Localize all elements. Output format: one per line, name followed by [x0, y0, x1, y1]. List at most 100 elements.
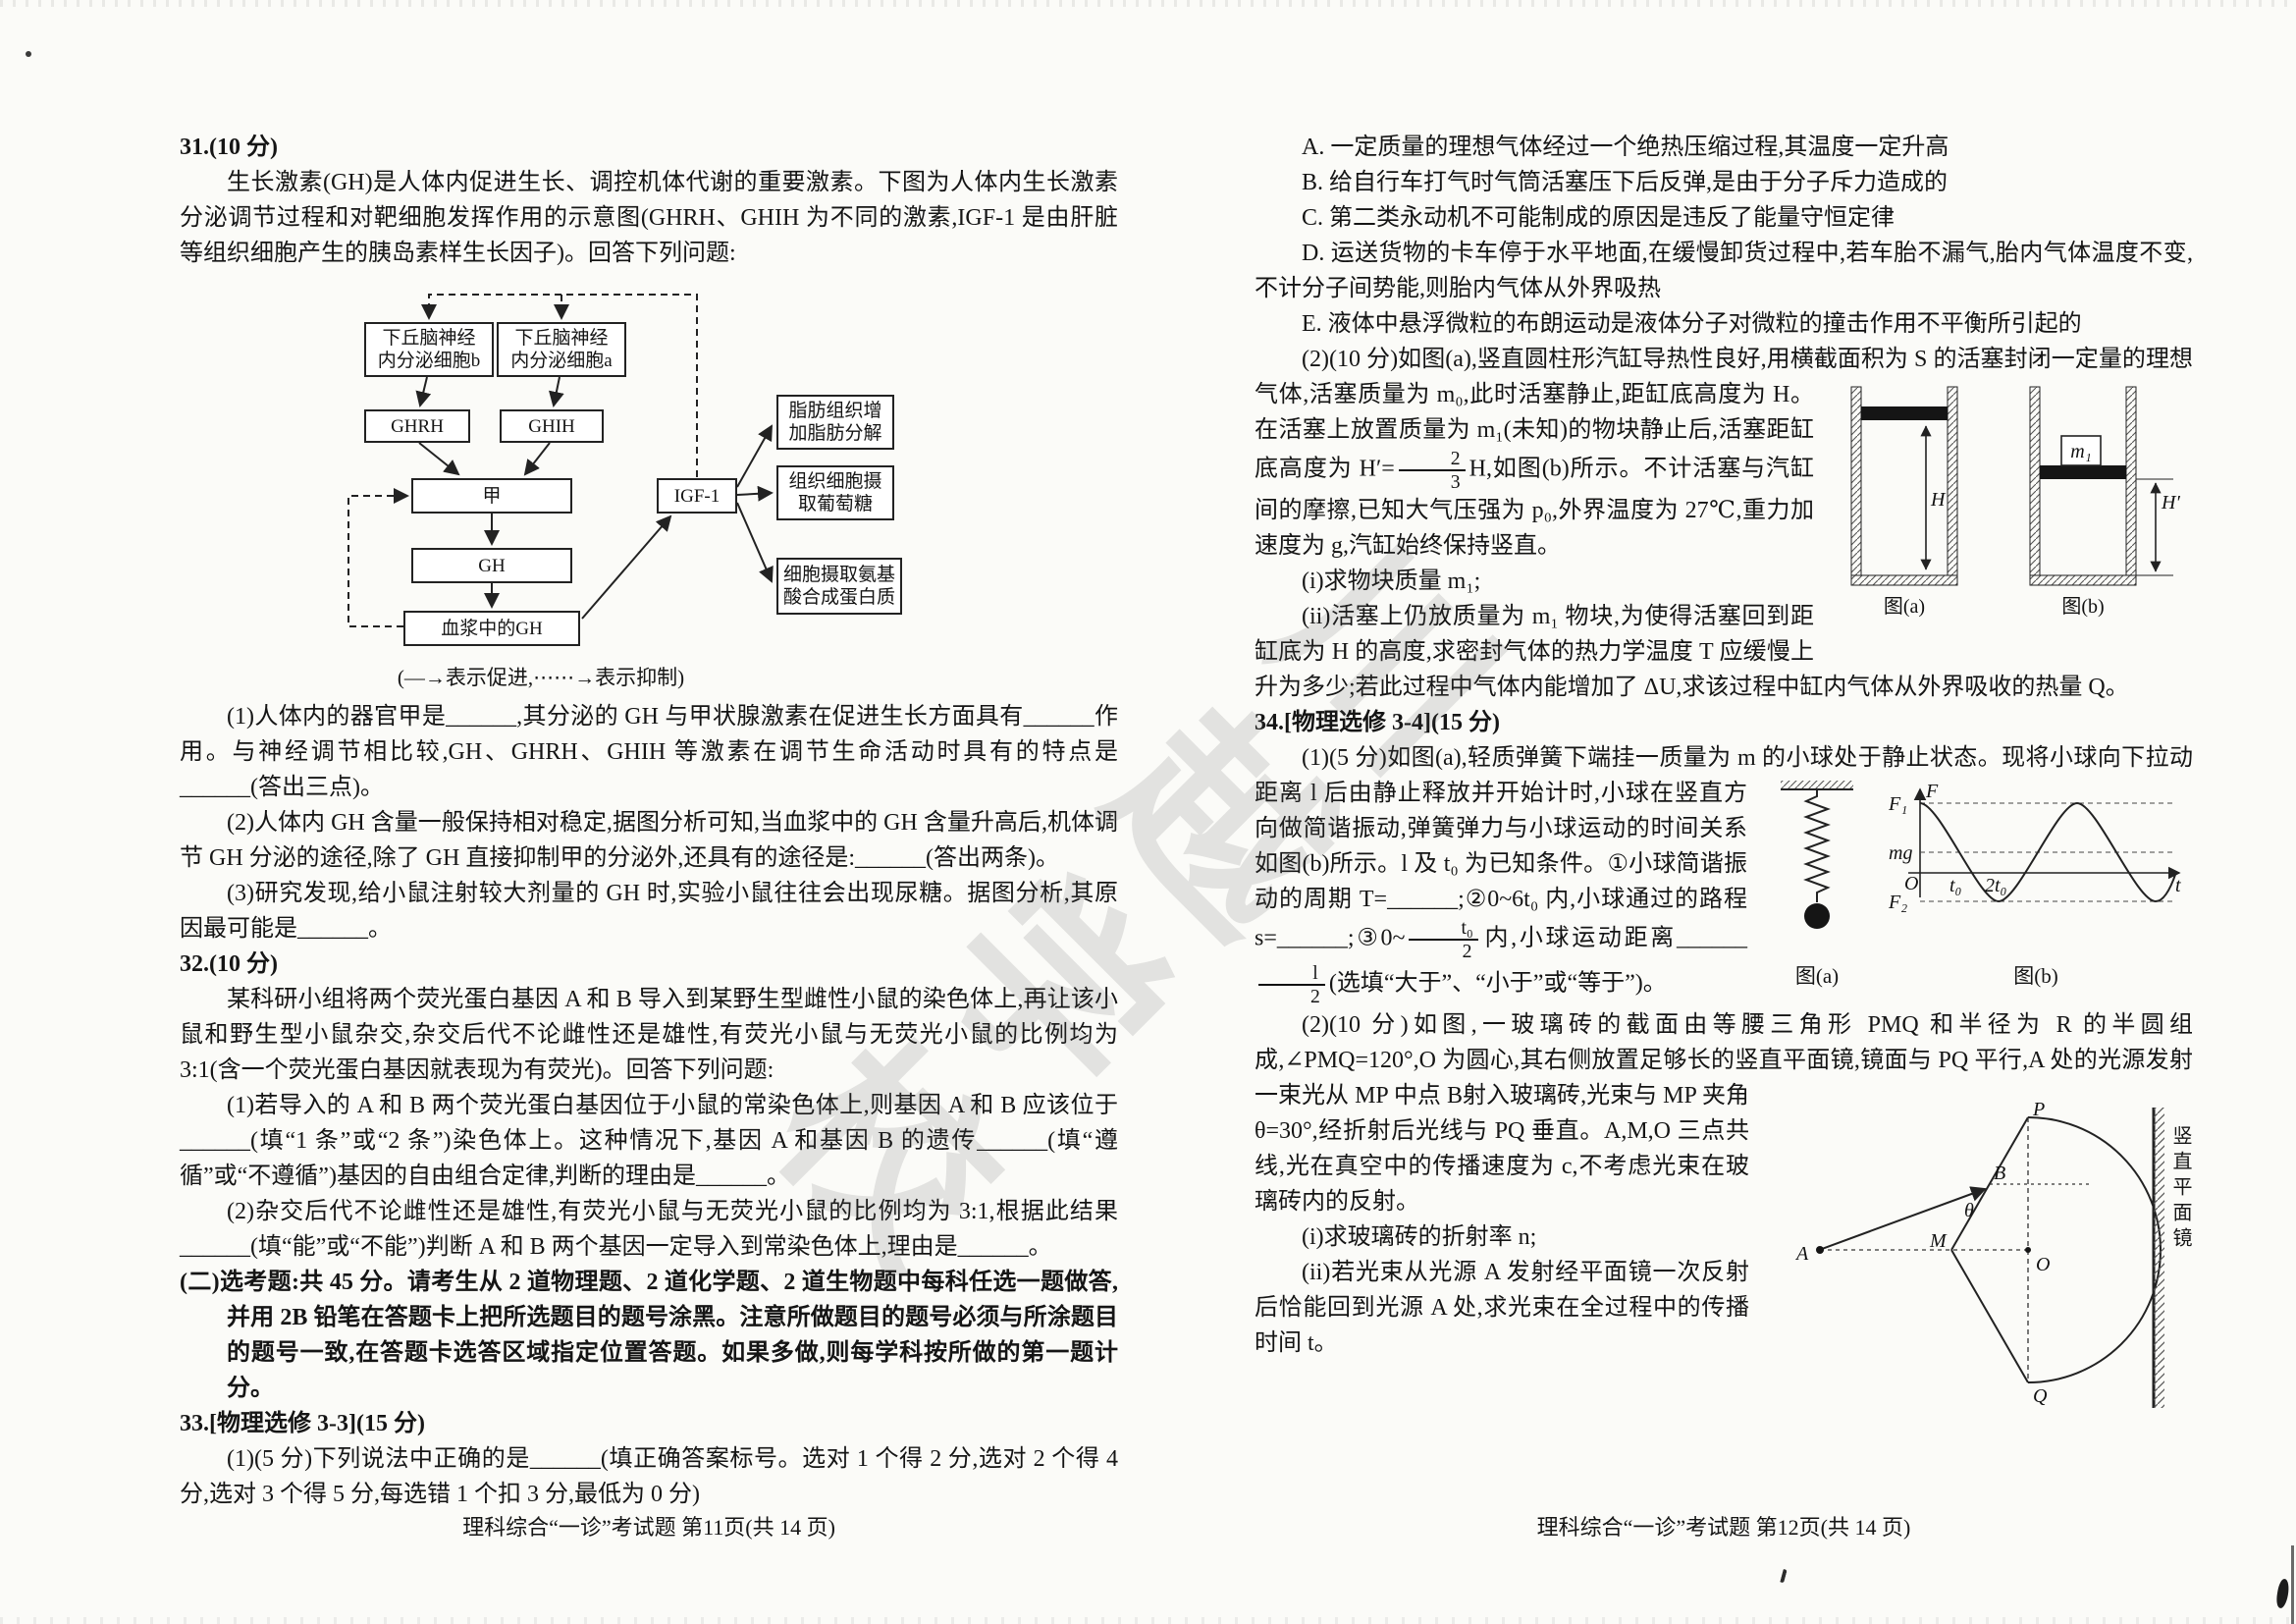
- ball: [1804, 903, 1830, 930]
- footer-page-11: 理科综合“一诊”考试题 第11页(共 14 页): [462, 1515, 835, 1540]
- q34-part2-text-1: (2)(10 分)如图,一玻璃砖的截面由等腰三角形 PMQ 和半径为 R 的半圆…: [1255, 1012, 2193, 1110]
- q31-diagram-arrows: [347, 294, 774, 627]
- fraction-denominator: 3: [1450, 471, 1461, 494]
- q33-option-e: E. 液体中悬浮微粒的布朗运动是液体分子对微粒的撞击作用不平衡所引起的: [1302, 311, 2082, 337]
- diagram-box-hypothalamus-a: 下丘脑神经 内分泌细胞a: [497, 322, 626, 377]
- q32-part1: (1)若导入的 A 和 B 两个荧光蛋白基因位于小鼠的常染色体上,则基因 A 和…: [180, 1093, 1118, 1189]
- fraction-numerator: 2: [1398, 448, 1466, 472]
- label-2t0: 2t₀: [1985, 875, 2007, 896]
- label-mg: mg: [1889, 842, 1912, 864]
- label-t0: t₀: [1949, 875, 1962, 896]
- fraction-denominator: 2: [1310, 986, 1320, 1008]
- q33-heading: 33.[物理选修 3-3](15 分): [180, 1411, 425, 1436]
- q34-part1-text-1: (1)(5 分)如图(a),轻质弹簧下端挂一质量为 m 的小球处于静止状态。现将…: [1302, 745, 2146, 772]
- semicircle: [2027, 1116, 2162, 1384]
- edge-MQ: [1950, 1249, 2029, 1383]
- cylinders-figure-svg: H 图(a) m₁ H′ 图(b): [1850, 386, 2180, 618]
- footer-page-12: 理科综合“一诊”考试题 第12页(共 14 页): [1536, 1515, 1911, 1540]
- cylinder-b-base: [2029, 574, 2137, 586]
- q34-part2-i: (i)求玻璃砖的折射率 n;: [1302, 1224, 1537, 1251]
- label-B: B: [1994, 1163, 2005, 1184]
- cylinder-b-left-wall: [2029, 386, 2041, 576]
- scan-artifact-edge: [2291, 1545, 2294, 1624]
- glass-brick-svg: P B θ M A O Q: [1794, 1099, 2164, 1409]
- q33-part1: (1)(5 分)下列说法中正确的是______(填正确答案标号。选对 1 个得 …: [180, 1446, 1118, 1507]
- q34-part2-text-2: 射入玻璃砖,光束与 MP 夹角 θ=30°,经折射后光线与 PQ 垂直。A,M,…: [1255, 1083, 1749, 1216]
- diagram-legend: (—→表示促进,⋯⋯→表示抑制): [397, 666, 685, 689]
- q33-option-d: D. 运送货物的卡车停于水平地面,在缓慢卸货过程中,若车胎不漏气,胎内气体温度不…: [1255, 241, 2193, 301]
- label-Q: Q: [2033, 1385, 2048, 1407]
- q33-cylinders-figure: H 图(a) m₁ H′ 图(b): [1830, 381, 2193, 633]
- page-11: 31.(10 分) 生长激素(GH)是人体内促进生长、调控机体代谢的重要激素。下…: [180, 130, 1118, 1512]
- q31-part3: (3)研究发现,给小鼠注射较大剂量的 GH 时,实验小鼠往往会出现尿糖。据图分析…: [180, 881, 1118, 942]
- q32-part2: (2)杂交后代不论雌性还是雄性,有荧光小鼠与无荧光小鼠的比例均为 3:1,根据此…: [180, 1199, 1118, 1260]
- caption-fig-a2: 图(a): [1794, 964, 1840, 989]
- q33-option-b: B. 给自行车打气时气筒活塞压下后反弹,是由于分子斥力造成的: [1302, 170, 1949, 195]
- fraction-denominator: 2: [1462, 941, 1472, 963]
- q33-part2-ii: (ii)活塞上仍放质量为 m₁ 物块,为使得活塞回到距缸底为 H 的高度,求密封…: [1255, 604, 2129, 701]
- scan-noise-bottom: [0, 1617, 2296, 1624]
- label-F2: F₂: [1888, 892, 1907, 913]
- fraction-numerator: l: [1258, 962, 1325, 987]
- label-O: O: [1904, 873, 1918, 894]
- caption-fig-b2: 图(b): [2013, 964, 2058, 989]
- ceiling-hatch: [1781, 781, 1853, 790]
- diagram-box-ghih: GHIH: [500, 409, 604, 443]
- diagram-box-gh: GH: [411, 548, 572, 583]
- scan-artifact-dot: [26, 51, 31, 57]
- cylinder-a-base: [1850, 574, 1958, 586]
- label-m1: m₁: [2070, 441, 2091, 462]
- diagram-box-protein-synthesis: 细胞摄取氨基 酸合成蛋白质: [776, 558, 902, 615]
- cylinder-a-left-wall: [1850, 386, 1862, 576]
- q31-part1: (1)人体内的器官甲是______,其分泌的 GH 与甲状腺激素在促进生长方面具…: [180, 704, 1118, 800]
- section2-instructions: (二)选考题:共 45 分。请考生从 2 道物理题、2 道化学题、2 道生物题中…: [180, 1270, 1118, 1401]
- q33-part2-text-2: 理想气体,活塞质量为 m₀,此时活塞静止,距缸底高度为 H。在活塞上放置质量为 …: [1255, 347, 2194, 482]
- source-A-dot: [1816, 1246, 1824, 1255]
- block-m1: [2060, 435, 2102, 466]
- q34-part1: (1)(5 分)如图(a),轻质弹簧下端挂一质量为 m 的小球处于静止状态。现将…: [1255, 740, 2193, 1007]
- light-ray-AB: [1821, 1186, 1987, 1251]
- label-H: H: [1930, 489, 1947, 511]
- label-P: P: [2032, 1099, 2045, 1120]
- label-A: A: [1794, 1243, 1809, 1265]
- caption-fig-b: 图(b): [2061, 596, 2104, 618]
- q33-option-a: A. 一定质量的理想气体经过一个绝热压缩过程,其温度一定升高: [1302, 135, 1949, 160]
- q34-spring-graph-figure: 图(a) F F₁ mg O F₂ t₀ 2t₀ t: [1763, 780, 2193, 990]
- page-12: A. 一定质量的理想气体经过一个绝热压缩过程,其温度一定升高 B. 给自行车打气…: [1255, 130, 2193, 1439]
- q33-part2-i: (i)求物块质量 m₁;: [1302, 568, 1481, 595]
- diagram-box-glucose-uptake: 组织细胞摄 取葡萄糖: [776, 465, 894, 520]
- q34-heading: 34.[物理选修 3-4](15 分): [1255, 710, 1500, 736]
- q33-part2-text-3: H,如图(b)所示。不计活塞与汽缸间的摩擦,已知大气压强为 p₀,外界温度为 2…: [1255, 456, 1814, 560]
- diagram-box-organ-jia: 甲: [411, 478, 572, 514]
- label-O: O: [2036, 1254, 2050, 1275]
- cylinder-b-right-wall: [2125, 386, 2137, 576]
- diagram-box-hypothalamus-b: 下丘脑神经 内分泌细胞b: [364, 322, 494, 377]
- label-theta: θ: [1964, 1200, 1974, 1221]
- q34-part2-ii: (ii)若光束从光源 A 发射经平面镜一次反射后恰能回到光源 A 处,求光束在全…: [1255, 1260, 1749, 1357]
- q34-glass-brick-figure: P B θ M A O Q 竖直平面镜: [1765, 1082, 2193, 1432]
- force-curve: [1919, 802, 2177, 903]
- q34-part2: (2)(10 分)如图,一玻璃砖的截面由等腰三角形 PMQ 和半径为 R 的半圆…: [1255, 1007, 2193, 1409]
- center-O-dot: [2025, 1247, 2031, 1254]
- spring-figure-svg: [1781, 781, 1853, 930]
- spring-figure: 图(a): [1763, 780, 1871, 990]
- q34-part1-text-2: 拉动距离 l 后由静止释放并开始计时,小球在竖直方向做简谐振动,弹簧弹力与小球运…: [1255, 745, 2194, 951]
- diagram-box-igf1: IGF-1: [657, 478, 737, 514]
- scan-noise-top: [0, 0, 2296, 7]
- q32-heading: 32.(10 分): [180, 951, 278, 977]
- q31-part2: (2)人体内 GH 含量一般保持相对稳定,据图分析可知,当血浆中的 GH 含量升…: [180, 810, 1118, 871]
- label-F-axis: F: [1925, 781, 1939, 802]
- q33-part2: (2)(10 分)如图(a),竖直圆柱形汽缸导热性良好,用横截面积为 S 的活塞…: [1255, 342, 2194, 618]
- caption-fig-a: 图(a): [1884, 596, 1925, 618]
- label-H-prime: H′: [2161, 492, 2180, 514]
- q34-part1-text-4: (选填“大于”、“小于”或“等于”)。: [1328, 970, 1667, 997]
- spring-coil: [1803, 789, 1831, 903]
- fraction-numerator: t₀: [1409, 917, 1478, 942]
- mirror-hatch: [2154, 1108, 2164, 1409]
- q31-intro: 生长激素(GH)是人体内促进生长、调控机体代谢的重要激素。下图为人体内生长激素分…: [180, 170, 1118, 266]
- cylinder-a-right-wall: [1947, 386, 1958, 576]
- q33-part2-text-1: (2)(10 分)如图(a),竖直圆柱形汽缸导热性良好,用横截面积为 S 的活塞…: [1302, 347, 2146, 372]
